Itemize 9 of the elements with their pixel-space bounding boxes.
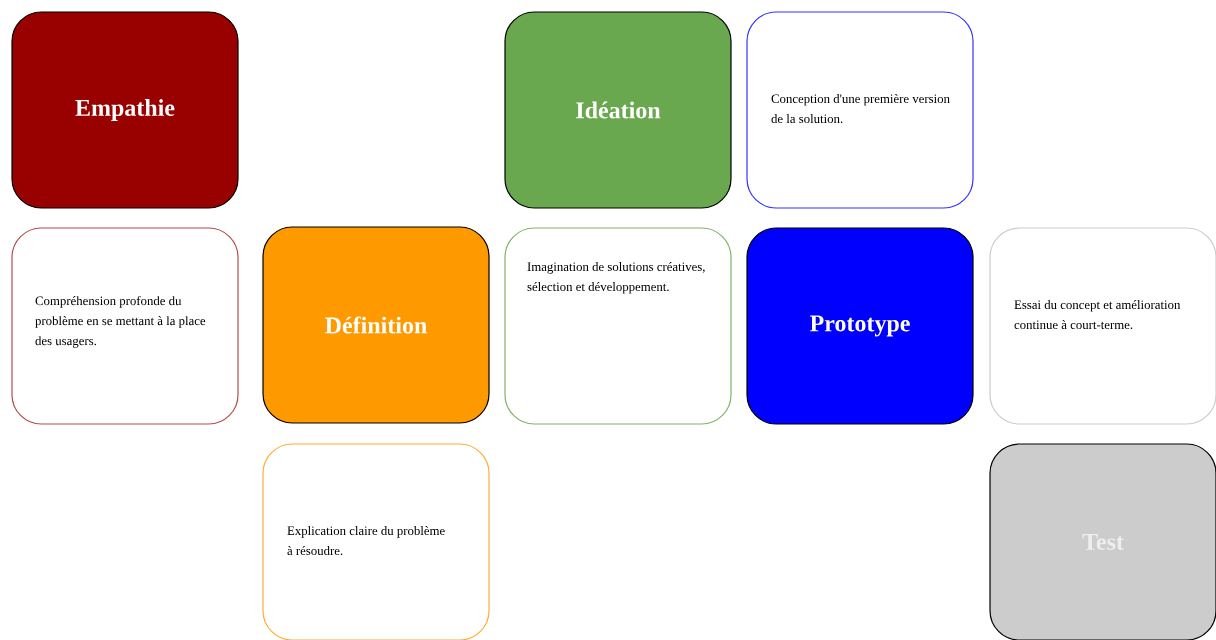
phase-box: Idéation [504, 11, 732, 209]
phase-box: Prototype [746, 227, 974, 425]
description-box: Compréhension profonde du problème en se mettant à la place des usagers. [11, 227, 239, 425]
description-box: Essai du concept et amélioration continue à court-terme. [989, 227, 1216, 425]
description-box: Imagination de solutions créatives, sélection et développement. [504, 227, 732, 425]
phase-box: Définition [262, 226, 490, 424]
description-box: Conception d'une première version de la solution. [746, 11, 974, 209]
description-box: Explication claire du problème à résoudre. [262, 443, 490, 640]
phase-box: Empathie [11, 11, 239, 209]
